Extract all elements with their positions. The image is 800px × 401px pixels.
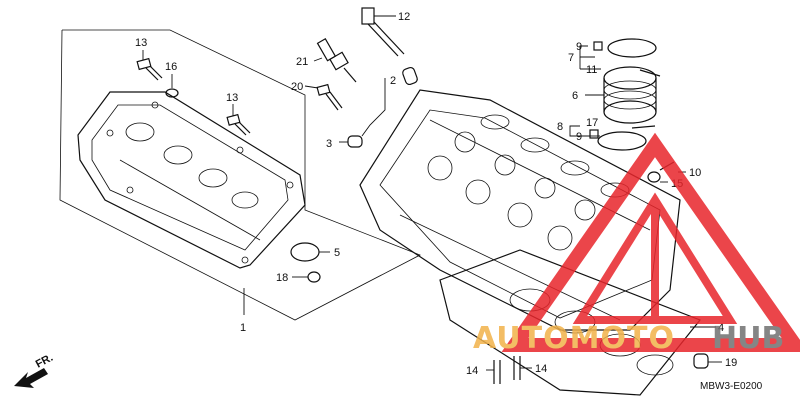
front-label: FR. bbox=[34, 352, 55, 371]
washer-15 bbox=[647, 171, 661, 183]
front-direction-indicator: FR. bbox=[14, 352, 55, 388]
gasket-5 bbox=[290, 242, 320, 262]
hose-clamp-bottom bbox=[589, 125, 656, 151]
spark-plug-21 bbox=[316, 38, 357, 83]
dowel-pin-2 bbox=[402, 66, 418, 86]
callout-5: 5 bbox=[334, 247, 340, 259]
front-arrow-icon bbox=[14, 368, 48, 388]
diagram-code: MBW3-E0200 bbox=[700, 381, 763, 392]
watermark: AUTOMOTO HUB bbox=[473, 132, 800, 356]
callout-7: 7 bbox=[568, 52, 574, 64]
callout-12: 12 bbox=[398, 11, 410, 23]
watermark-text-right: HUB bbox=[712, 321, 784, 356]
washer-16 bbox=[165, 88, 179, 98]
callout-2: 2 bbox=[390, 75, 396, 87]
bolt-13-middle bbox=[226, 113, 251, 136]
cover-assembly-outline bbox=[59, 29, 421, 321]
callout-10: 10 bbox=[689, 167, 701, 179]
callout-13a: 13 bbox=[135, 37, 147, 49]
stud-14-right bbox=[513, 356, 521, 380]
callout-16: 16 bbox=[165, 61, 177, 73]
cylinder-head-cover bbox=[77, 91, 306, 269]
callout-14a: 14 bbox=[466, 365, 478, 377]
bolt-13-left bbox=[136, 57, 163, 81]
callout-labels: 1 2 3 4 5 6 7 8 9 9 10 11 12 13 13 14 14… bbox=[135, 11, 737, 377]
hose-clamp-top bbox=[593, 38, 661, 77]
callout-3: 3 bbox=[326, 138, 332, 150]
callout-21: 21 bbox=[296, 56, 308, 68]
bolt-20 bbox=[316, 83, 343, 111]
callout-17: 17 bbox=[586, 117, 598, 129]
callout-1: 1 bbox=[240, 322, 246, 334]
callout-11: 11 bbox=[586, 64, 597, 76]
callout-9b: 9 bbox=[576, 131, 582, 143]
watermark-triangle-icon bbox=[501, 132, 800, 352]
callout-9a: 9 bbox=[576, 41, 582, 53]
insulator-6 bbox=[603, 66, 657, 124]
dowel-pin-3 bbox=[347, 135, 363, 148]
callout-14b: 14 bbox=[535, 363, 547, 375]
stud-14-left bbox=[493, 360, 501, 384]
callout-4: 4 bbox=[718, 322, 724, 334]
callout-8: 8 bbox=[557, 121, 563, 133]
washer-18 bbox=[307, 271, 321, 283]
callout-18: 18 bbox=[276, 272, 288, 284]
watermark-text-left: AUTOMOTO bbox=[473, 321, 675, 356]
dowel-pin-19 bbox=[693, 353, 709, 369]
callout-6: 6 bbox=[572, 90, 578, 102]
callout-20: 20 bbox=[291, 81, 303, 93]
callout-13b: 13 bbox=[226, 92, 238, 104]
callout-19: 19 bbox=[725, 357, 737, 369]
cylinder-head-gasket-4 bbox=[439, 249, 701, 396]
